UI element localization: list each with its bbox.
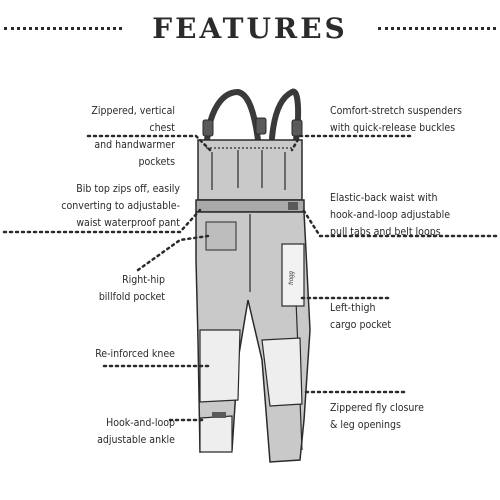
reinforced-knee-right — [199, 329, 241, 403]
callout-fly: Zippered fly closure & leg openings — [330, 402, 424, 431]
cargo-pocket — [281, 243, 305, 307]
callout-ankle: Hook-and-loop adjustable ankle — [97, 417, 175, 446]
ankle-cuff-right — [199, 415, 233, 453]
leader-waist — [300, 206, 498, 238]
brand-label: frogg — [289, 271, 295, 285]
waist-pull-tab — [288, 202, 298, 210]
header-dotted-rule-left — [4, 27, 122, 30]
callout-elastic-waist: Elastic-back waist with hook-and-loop ad… — [330, 192, 451, 238]
header-dotted-rule-right — [378, 27, 496, 30]
page-title: FEATURES — [152, 12, 348, 45]
callout-chest-pockets: Zippered, vertical chest and handwarmer … — [91, 105, 175, 168]
leader-hip — [136, 234, 210, 272]
reinforced-knee-left — [261, 337, 303, 407]
callout-bib-top: Bib top zips off, easily converting to a… — [61, 183, 180, 229]
waist-band — [195, 199, 305, 213]
callout-knee: Re-inforced knee — [95, 348, 175, 360]
chest-pocket-zippers — [206, 147, 294, 190]
callout-hip-pocket: Right-hip billfold pocket — [98, 274, 165, 303]
callout-thigh-pocket: Left-thigh cargo pocket — [330, 302, 392, 331]
leader-chest — [86, 134, 212, 152]
leader-suspenders — [290, 134, 412, 152]
bib-top — [197, 139, 303, 201]
callout-suspenders: Comfort-stretch suspenders with quick-re… — [330, 105, 462, 134]
suspender-straps — [204, 88, 302, 143]
hip-pocket — [205, 221, 237, 251]
callout-leader-lines — [2, 134, 498, 422]
leader-bib — [2, 208, 202, 234]
suspender-buckles — [202, 117, 303, 137]
features-header: FEATURES — [0, 8, 500, 48]
ankle-tab — [212, 412, 226, 418]
